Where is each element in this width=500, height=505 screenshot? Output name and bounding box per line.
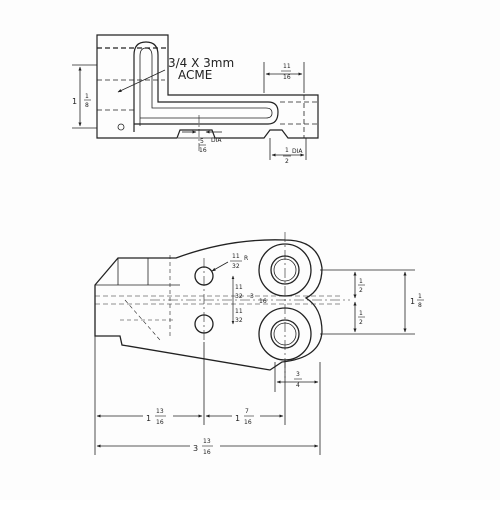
thread-note-line2: ACME xyxy=(178,68,212,82)
boss-bottom-outer xyxy=(258,307,312,361)
dim-len-a-num: 13 xyxy=(156,408,164,415)
dim-overall-h-den: 8 xyxy=(418,302,422,309)
dim-right-dia-label: DIA xyxy=(292,148,303,155)
dim-len-b-num: 7 xyxy=(245,408,249,415)
dim-len-b-whole: 1 xyxy=(235,414,240,423)
dim-right-width xyxy=(263,62,305,93)
small-hole xyxy=(117,123,125,131)
dim-right-dia-num: 1 xyxy=(285,147,289,154)
dim-boss xyxy=(274,362,321,392)
dim-boss-den: 4 xyxy=(296,382,300,389)
bottom-view-outline xyxy=(94,239,323,371)
bottom-view xyxy=(94,232,350,378)
dim-overall-h-num: 1 xyxy=(418,293,422,300)
dim-radius-suffix: R xyxy=(244,255,248,262)
dim-slot-num: 5 xyxy=(200,138,204,145)
dim-overall-num: 13 xyxy=(203,438,211,445)
dim-boss-num: 3 xyxy=(296,371,300,378)
dim-center-den: 16 xyxy=(259,298,267,305)
dim-slot xyxy=(178,130,222,139)
slot-outline xyxy=(133,41,279,132)
dim-vert-top-den: 2 xyxy=(359,287,363,294)
dim-hole-b-den: 32 xyxy=(235,317,243,324)
dim-height-top-whole: 1 xyxy=(72,97,77,106)
dim-height-top xyxy=(72,64,97,129)
dim-radius-den: 32 xyxy=(232,263,240,270)
dim-height-top-num: 1 xyxy=(85,93,89,100)
dim-len-a-den: 16 xyxy=(156,419,164,426)
dim-right-den: 16 xyxy=(283,74,291,81)
dim-center-num: 3 xyxy=(250,293,254,300)
dim-right-num: 11 xyxy=(283,63,291,70)
dim-vert-top-num: 1 xyxy=(359,278,363,285)
dim-right-vertical xyxy=(320,269,415,335)
dim-right-dia xyxy=(269,138,307,160)
dim-overall-whole: 3 xyxy=(193,444,198,453)
thread-note-line1: 3/4 X 3mm xyxy=(168,56,234,70)
top-view xyxy=(96,34,319,152)
dim-len-a-whole: 1 xyxy=(146,414,151,423)
top-view-outline xyxy=(96,34,319,139)
dim-overall-den: 16 xyxy=(203,449,211,456)
dim-len-b-den: 16 xyxy=(244,419,252,426)
dim-hole-a-den: 32 xyxy=(235,293,243,300)
dim-slot-dia: DIA xyxy=(211,137,222,144)
dim-vert-bot-den: 2 xyxy=(359,319,363,326)
slot-inner xyxy=(139,47,273,126)
dim-slot-den: 16 xyxy=(199,147,207,154)
dim-vert-bot-num: 1 xyxy=(359,310,363,317)
dim-hole-b-num: 11 xyxy=(235,308,243,315)
dim-hole-a-num: 11 xyxy=(235,284,243,291)
dim-overall-h-whole: 1 xyxy=(410,297,415,306)
dim-height-top-den: 8 xyxy=(85,102,89,109)
dim-right-dia-den: 2 xyxy=(285,158,289,165)
leader-line xyxy=(117,69,166,93)
dim-radius-num: 11 xyxy=(232,253,240,260)
